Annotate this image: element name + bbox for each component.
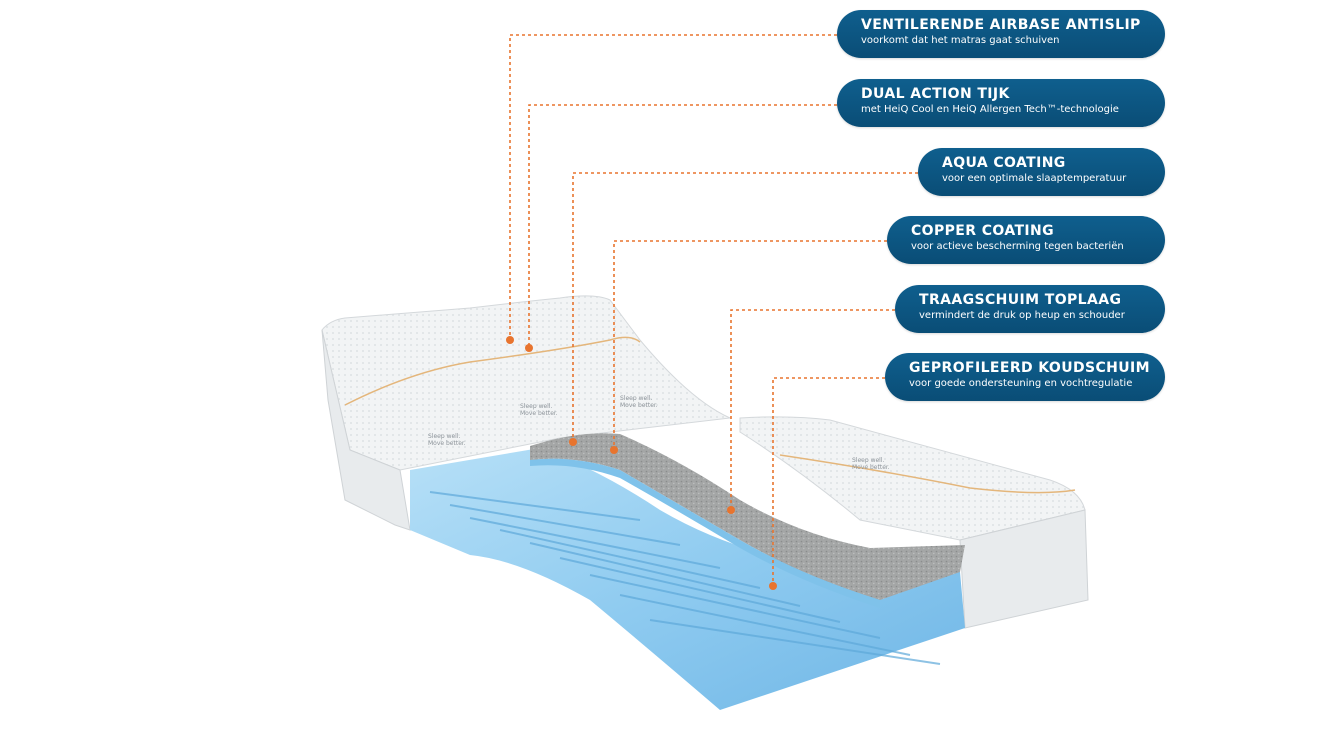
- callout-title: COPPER COATING: [911, 223, 1055, 239]
- callout-6: GEPROFILEERD KOUDSCHUIM voor goede onders…: [885, 353, 1165, 401]
- cover-top-right: [739, 416, 1086, 541]
- callout-subtitle: voor actieve bescherming tegen bacteriën: [911, 241, 1124, 252]
- leader-line-2: [528, 104, 837, 348]
- callout-subtitle: voor een optimale slaaptemperatuur: [942, 173, 1127, 184]
- callout-1: VENTILERENDE AIRBASE ANTISLIP voorkomt da…: [837, 10, 1165, 58]
- leader-line-4: [613, 240, 887, 450]
- leader-dot-4: [610, 446, 618, 454]
- callout-title: VENTILERENDE AIRBASE ANTISLIP: [861, 17, 1141, 33]
- callout-5: TRAAGSCHUIM TOPLAAG vermindert de druk op…: [895, 285, 1165, 333]
- leader-dot-3: [569, 438, 577, 446]
- leader-line-6: [772, 377, 885, 586]
- fabric-print: Sleep well. Move better. Sleep well. Mov…: [428, 395, 890, 471]
- leader-dot-5: [727, 506, 735, 514]
- print-line-5: Sleep well.: [620, 395, 653, 402]
- print-line-2: Move better.: [428, 440, 466, 447]
- callout-subtitle: vermindert de druk op heup en schouder: [919, 310, 1125, 321]
- leader-dot-6: [769, 582, 777, 590]
- cover-piping-right: [779, 454, 1076, 494]
- print-line-1: Sleep well.: [428, 433, 461, 440]
- foam-grooves: [429, 491, 941, 665]
- callout-subtitle: met HeiQ Cool en HeiQ Allergen Tech™-tec…: [861, 104, 1119, 115]
- callout-4: COPPER COATING voor actieve bescherming t…: [887, 216, 1165, 264]
- print-line-4: Move better.: [520, 410, 558, 417]
- print-line-3: Sleep well.: [520, 403, 553, 410]
- callout-title: GEPROFILEERD KOUDSCHUIM: [909, 360, 1150, 376]
- print-line-8: Move better.: [852, 464, 890, 471]
- memory-foam-edge: [530, 458, 880, 608]
- callout-title: AQUA COATING: [942, 155, 1066, 171]
- callout-title: DUAL ACTION TIJK: [861, 86, 1010, 102]
- cover-side-left: [321, 329, 411, 531]
- callout-2: DUAL ACTION TIJK met HeiQ Cool en HeiQ Al…: [837, 79, 1165, 127]
- cover-piping-left: [344, 336, 641, 406]
- cover-side-right: [959, 509, 1089, 629]
- memory-foam-top: [530, 433, 965, 600]
- callout-3: AQUA COATING voor een optimale slaaptempe…: [918, 148, 1165, 196]
- callout-subtitle: voor goede ondersteuning en vochtregulat…: [909, 378, 1133, 389]
- leader-dot-1: [506, 336, 514, 344]
- callout-title: TRAAGSCHUIM TOPLAAG: [919, 292, 1122, 308]
- print-line-6: Move better.: [620, 402, 658, 409]
- cover-top-left: [321, 295, 732, 471]
- leader-line-3: [572, 172, 918, 442]
- leader-line-1: [509, 34, 837, 340]
- leader-dot-2: [525, 344, 533, 352]
- print-line-7: Sleep well.: [852, 457, 885, 464]
- leader-lines: [506, 34, 918, 590]
- leader-line-5: [730, 309, 895, 510]
- callout-subtitle: voorkomt dat het matras gaat schuiven: [861, 35, 1060, 46]
